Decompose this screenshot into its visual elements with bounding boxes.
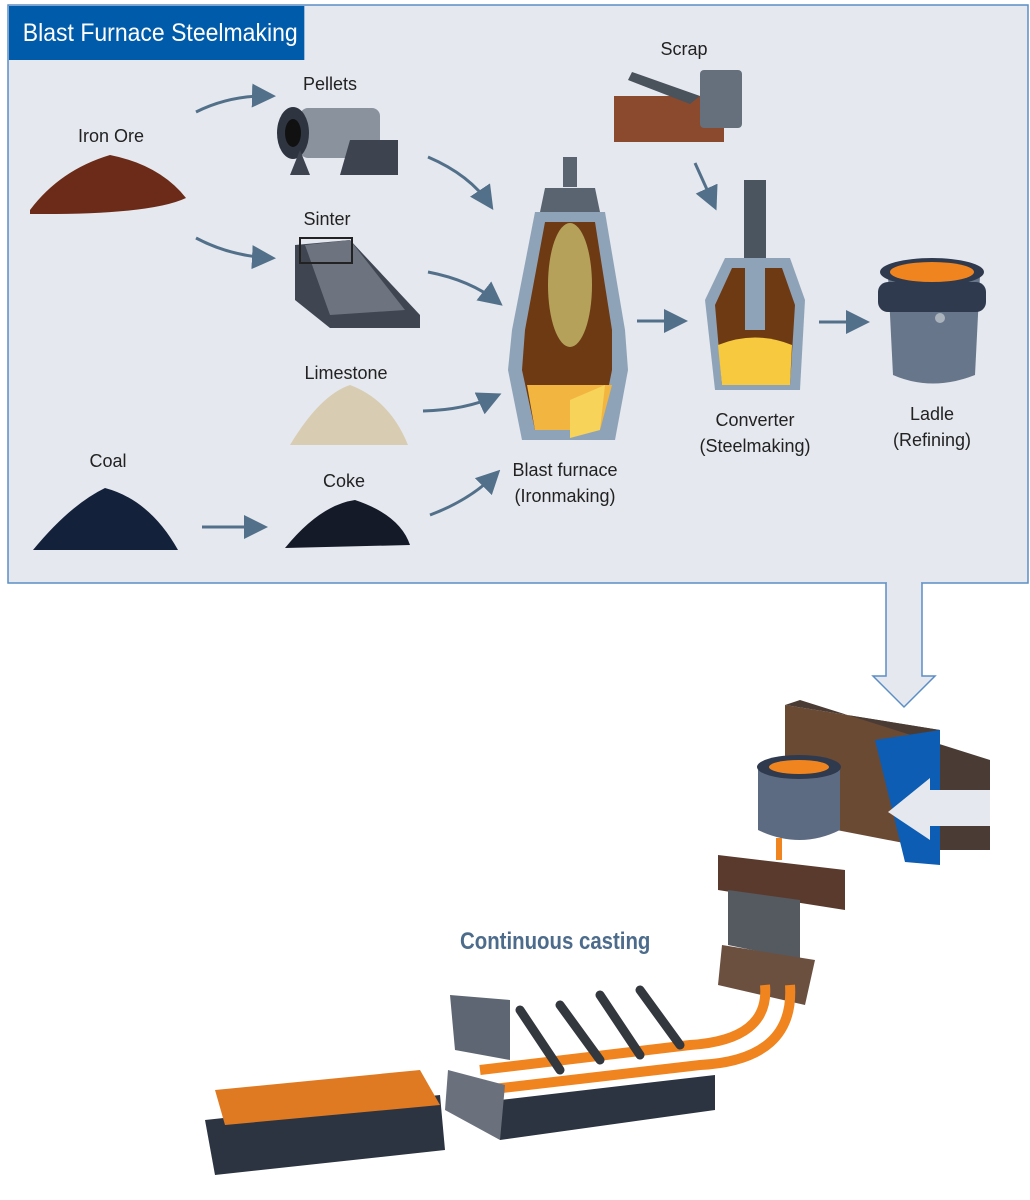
page-title: Blast Furnace Steelmaking <box>9 6 305 60</box>
stage-sub: (Steelmaking) <box>699 436 811 456</box>
coke-pile <box>285 500 410 548</box>
label-sinter: Sinter <box>303 209 351 229</box>
label-scrap: Scrap <box>660 39 708 59</box>
continuous-casting-title: Continuous casting <box>460 928 651 955</box>
stage-sub: (Refining) <box>892 430 972 450</box>
stage-name: Converter <box>715 410 795 430</box>
flow-arrows <box>195 83 870 539</box>
blast-furnace <box>508 157 628 440</box>
label-pellets: Pellets <box>302 74 358 94</box>
down-arrow <box>871 583 937 709</box>
label-ladle: Ladle (Refining) <box>893 401 971 453</box>
ladle <box>878 258 986 384</box>
label-coke: Coke <box>322 471 366 491</box>
roller-bed <box>205 985 715 1175</box>
label-iron-ore: Iron Ore <box>77 126 145 146</box>
label-coal: Coal <box>89 451 127 471</box>
stage-name: Blast furnace <box>512 460 618 480</box>
strand-path <box>479 984 796 1095</box>
stage-sub: (Ironmaking) <box>514 486 616 506</box>
caster-tundish-structure <box>718 700 990 1005</box>
label-converter: Converter (Steelmaking) <box>699 407 810 459</box>
sinter-machine <box>295 237 420 328</box>
converter <box>705 180 805 390</box>
process-panel <box>7 4 1029 584</box>
iron-ore-pile <box>30 155 186 215</box>
coal-pile <box>33 488 178 550</box>
scrap-pile <box>614 70 742 142</box>
label-blast-furnace: Blast furnace (Ironmaking) <box>512 457 617 509</box>
limestone-pile <box>290 385 408 445</box>
label-limestone: Limestone <box>304 363 388 383</box>
stage-name: Ladle <box>909 404 955 424</box>
left-arrow <box>888 778 990 840</box>
pellet-mill <box>277 107 398 175</box>
